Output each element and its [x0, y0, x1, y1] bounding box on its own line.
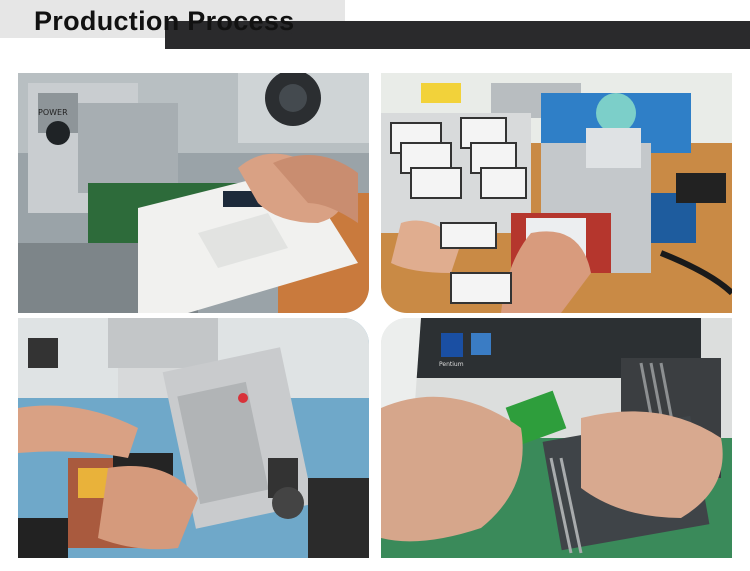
photo-machine-jig: POWER	[18, 73, 369, 313]
pentium-label: Pentium	[439, 361, 464, 368]
page-title: Production Process	[34, 6, 295, 36]
photo-battery-pcb-assembly: Pentium	[381, 318, 732, 558]
power-label: POWER	[38, 108, 68, 117]
header-tab-lower	[0, 21, 165, 38]
photo-welding-station	[18, 318, 369, 558]
photo-battery-press	[381, 73, 732, 313]
